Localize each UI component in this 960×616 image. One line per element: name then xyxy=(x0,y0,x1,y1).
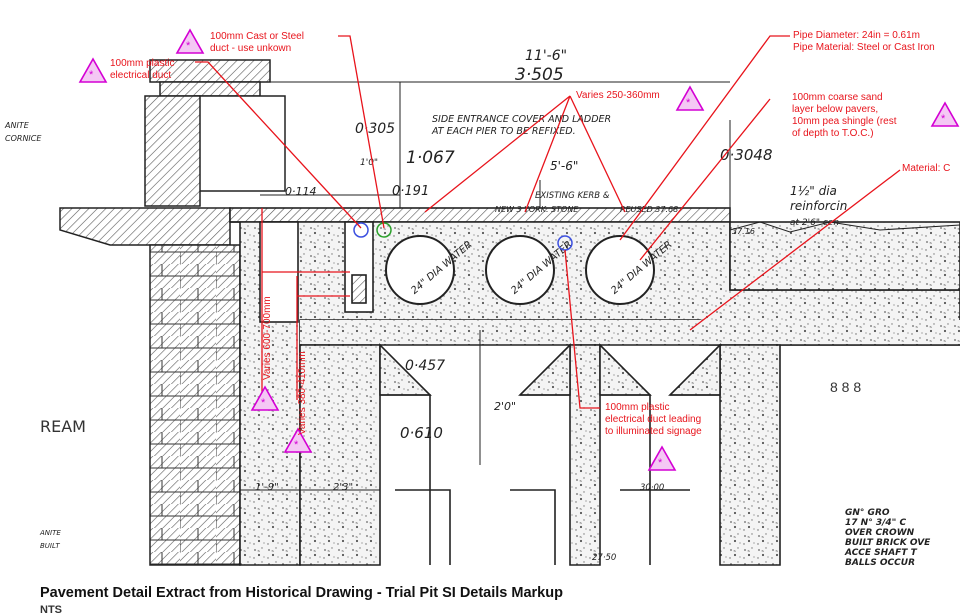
granite-built-label-1: ANITE xyxy=(39,529,61,537)
water-pipes xyxy=(385,235,655,305)
reused-level-note: REUSED 37.68 xyxy=(620,205,678,214)
dim-5-6: 5'-6" xyxy=(550,159,578,173)
svg-text:*: * xyxy=(186,40,191,52)
reinforcing-note-2: reinforcin xyxy=(790,199,847,213)
new-york-stone-note: NEW 3 YORK. STONE xyxy=(495,205,579,214)
dim-1-9: 1'-9" xyxy=(255,482,279,493)
reinforcing-note-3: at 2'6" cen xyxy=(790,218,839,228)
side-entrance-note-2: AT EACH PIER TO BE REFIXED. xyxy=(431,126,576,137)
magenta-triangle-star-icon: * xyxy=(647,445,677,471)
dim-11-6: 11'-6" xyxy=(525,48,567,64)
magenta-triangle-star-icon: * xyxy=(675,85,705,111)
side-entrance-note-1: SIDE ENTRANCE COVER AND LADDER xyxy=(432,114,611,125)
dim-2-3: 2'3" xyxy=(333,482,353,493)
svg-text:*: * xyxy=(686,97,691,109)
pipe-info-note: Pipe Diameter: 24in = 0.61m Pipe Materia… xyxy=(793,30,935,53)
granite-built-label-2: BUILT xyxy=(40,542,60,550)
pipe-3 xyxy=(585,235,655,305)
ream-label: REAM xyxy=(40,417,86,436)
sand-layer-note: 100mm coarse sand layer below pavers, 10… xyxy=(792,92,897,139)
varies-600-700-label: Varies 600-700mm xyxy=(262,296,273,380)
level-3716: 37.16 xyxy=(732,227,755,236)
figure-caption: Pavement Detail Extract from Historical … xyxy=(40,585,563,601)
vent-symbol: 8 8 8 xyxy=(830,379,861,395)
svg-text:*: * xyxy=(89,69,94,81)
drawing-dimensions: 11'-6" 3·505 0·305 1·067 1'0" 0·114 0·19… xyxy=(4,48,931,568)
dim-0191: 0·191 xyxy=(392,184,429,199)
varies-380-410-label: Varies 380-410mm xyxy=(297,351,308,435)
granite-cornice xyxy=(59,59,286,566)
signage-duct-note: 100mm plastic electrical duct leading to… xyxy=(605,402,702,437)
dim-3505: 3·505 xyxy=(515,65,564,85)
scale-note: NTS xyxy=(40,604,62,616)
markup-leaders xyxy=(195,35,901,409)
svg-text:*: * xyxy=(941,113,946,125)
magenta-triangle-star-icon: * xyxy=(250,385,280,411)
existing-kerb-note: EXISTING KERB & xyxy=(535,191,610,201)
pipe-2 xyxy=(485,235,555,305)
granite-cornice-label-1: ANITE xyxy=(4,121,30,130)
reinforcing-note-1: 1½" dia xyxy=(790,184,837,198)
dim-03048: 0·3048 xyxy=(720,146,773,164)
svg-text:*: * xyxy=(261,397,266,409)
dim-2-0: 2'0" xyxy=(494,400,516,413)
magenta-triangle-star-icon: * xyxy=(930,101,960,127)
pipe-1 xyxy=(385,235,455,305)
dim-0114: 0·114 xyxy=(285,185,317,198)
varies-250-360-note: Varies 250-360mm xyxy=(576,90,660,101)
dim-0457: 0·457 xyxy=(405,358,445,374)
magenta-triangle-star-icon: * xyxy=(78,57,108,83)
material-note: Material: C xyxy=(902,163,951,174)
dim-1067: 1·067 xyxy=(406,148,455,168)
level-2750: 27·50 xyxy=(592,553,616,563)
svg-text:*: * xyxy=(658,457,663,469)
magenta-triangle-star-icon: * xyxy=(175,28,205,54)
plastic-duct-marker xyxy=(353,222,369,238)
dim-1-0: 1'0" xyxy=(360,158,378,168)
plastic-duct-note: 100mm plastic electrical duct xyxy=(110,58,175,81)
level-3000: 30·00 xyxy=(640,483,664,493)
dim-0305: 0·305 xyxy=(355,121,395,137)
magenta-markers: * * * * * * * xyxy=(78,28,960,471)
cast-steel-duct-note: 100mm Cast or Steel duct - use unkown xyxy=(210,31,304,54)
pavement-drawing: 24" DIA WATER 24" DIA WATER 24" DIA WATE… xyxy=(4,28,960,568)
steel-duct-marker xyxy=(376,222,392,238)
dim-0610: 0·610 xyxy=(400,424,443,442)
granite-cornice-label-2: CORNICE xyxy=(5,134,42,143)
magenta-triangle-star-icon: * xyxy=(283,427,313,453)
vault-concrete xyxy=(229,207,960,566)
svg-text:*: * xyxy=(294,439,299,451)
